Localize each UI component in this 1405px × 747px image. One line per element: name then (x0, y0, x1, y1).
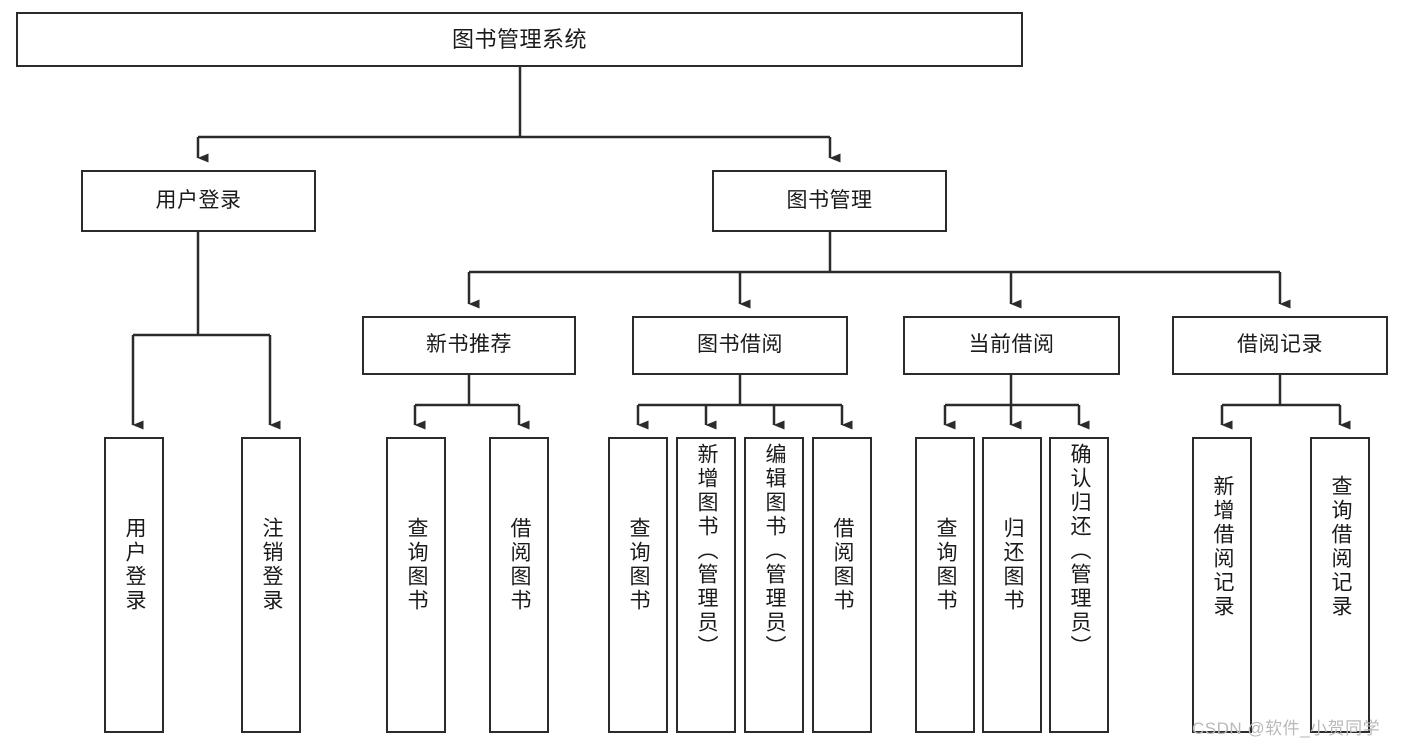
node-label: 当前借阅 (968, 333, 1055, 357)
leaf-record-add-record[interactable]: 新增借阅记录 (1192, 437, 1252, 733)
leaf-borrow-edit-book-admin[interactable]: 编辑图书（管理员） (744, 437, 804, 733)
leaf-current-confirm-return-admin[interactable]: 确认归还（管理员） (1049, 437, 1109, 733)
edges-book-borrow-to-leaves (636, 375, 853, 430)
node-label: 查询借阅记录 (1329, 475, 1353, 619)
node-label: 借阅图书 (508, 517, 532, 613)
node-label: 确认归还（管理员） (1068, 443, 1092, 659)
csdn-watermark: CSDN @软件_小贺同学 (1192, 719, 1381, 738)
node-borrow-record[interactable]: 借阅记录 (1172, 316, 1388, 375)
leaf-user-logout[interactable]: 注销登录 (241, 437, 301, 733)
node-label: 查询图书 (934, 517, 958, 613)
node-label: 新增图书（管理员） (695, 443, 719, 659)
node-root-system[interactable]: 图书管理系统 (16, 12, 1023, 67)
edges-new-book-to-leaves (413, 375, 530, 430)
edges-book-manage-to-level3 (467, 232, 1291, 309)
node-label: 图书管理 (786, 188, 873, 212)
node-label: 图书借阅 (697, 333, 783, 357)
leaf-recommend-query-book[interactable]: 查询图书 (386, 437, 446, 733)
node-label: 新书推荐 (426, 333, 512, 357)
leaf-recommend-borrow-book[interactable]: 借阅图书 (489, 437, 549, 733)
node-label: 编辑图书（管理员） (763, 443, 787, 659)
node-book-borrow[interactable]: 图书借阅 (632, 316, 848, 375)
node-label: 用户登录 (123, 517, 147, 613)
edges-borrow-record-to-leaves (1220, 375, 1351, 430)
leaf-borrow-borrow-book[interactable]: 借阅图书 (812, 437, 872, 733)
node-label: 新增借阅记录 (1211, 475, 1235, 619)
node-label: 注销登录 (260, 517, 284, 613)
edges-user-login-to-leaves (131, 232, 281, 430)
node-label: 查询图书 (405, 517, 429, 613)
leaf-current-return-book[interactable]: 归还图书 (982, 437, 1042, 733)
node-label: 借阅图书 (831, 517, 855, 613)
leaf-borrow-add-book-admin[interactable]: 新增图书（管理员） (676, 437, 736, 733)
node-label: 图书管理系统 (451, 26, 587, 52)
leaf-user-login[interactable]: 用户登录 (104, 437, 164, 733)
leaf-record-query-record[interactable]: 查询借阅记录 (1310, 437, 1370, 733)
edges-root-to-level2 (196, 67, 841, 163)
node-new-book-recommend[interactable]: 新书推荐 (362, 316, 576, 375)
node-current-borrow[interactable]: 当前借阅 (903, 316, 1120, 375)
node-label: 查询图书 (627, 517, 651, 613)
leaf-borrow-query-book[interactable]: 查询图书 (608, 437, 668, 733)
leaf-current-query-book[interactable]: 查询图书 (915, 437, 975, 733)
node-label: 用户登录 (155, 188, 242, 212)
node-label: 归还图书 (1001, 517, 1025, 613)
node-user-login[interactable]: 用户登录 (81, 170, 316, 232)
node-label: 借阅记录 (1237, 333, 1323, 357)
edges-current-borrow-to-leaves (943, 375, 1090, 430)
node-book-management[interactable]: 图书管理 (712, 170, 947, 232)
